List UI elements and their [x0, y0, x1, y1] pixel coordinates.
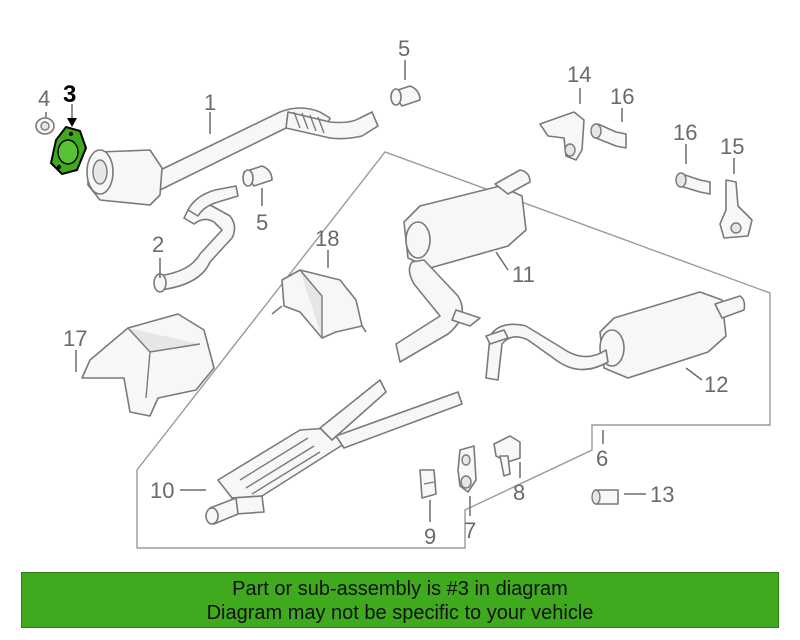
- part-13-isolator[interactable]: [591, 489, 619, 505]
- part-7-hanger[interactable]: [457, 445, 477, 493]
- part-18-heat-shield[interactable]: [271, 269, 367, 339]
- part-11-rear-muffler-left[interactable]: [395, 169, 531, 363]
- banner-line-1: Part or sub-assembly is #3 in diagram: [232, 578, 568, 600]
- exhaust-assembly-outline: [136, 151, 771, 549]
- callout-2: 2: [152, 232, 164, 257]
- callout-16-lower: 16: [673, 120, 697, 145]
- callout-4: 4: [38, 86, 50, 111]
- part-5-clamp-lower[interactable]: [242, 165, 273, 187]
- part-1-catalytic-converter[interactable]: [86, 107, 379, 206]
- part-14-hanger-bracket[interactable]: [539, 111, 585, 161]
- part-8-bolt[interactable]: [493, 435, 521, 477]
- part-9-clip[interactable]: [419, 469, 437, 499]
- part-3-gasket[interactable]: [49, 125, 88, 176]
- callout-11: 11: [512, 262, 535, 287]
- info-banner: Part or sub-assembly is #3 in diagram Di…: [21, 572, 779, 628]
- callout-17: 17: [63, 326, 87, 351]
- banner-line-2: Diagram may not be specific to your vehi…: [206, 602, 594, 624]
- callout-15: 15: [720, 134, 744, 159]
- callout-12: 12: [704, 372, 728, 397]
- callout-14: 14: [567, 62, 591, 87]
- callout-5-lower: 5: [256, 210, 268, 235]
- part-2-front-pipe[interactable]: [153, 185, 239, 293]
- callout-13: 13: [650, 482, 674, 507]
- callout-16-upper: 16: [610, 84, 634, 109]
- callout-leaders: [45, 60, 735, 522]
- callout-3: 3: [63, 81, 76, 108]
- callout-10: 10: [150, 478, 174, 503]
- part-12-rear-muffler-right[interactable]: [485, 291, 746, 381]
- callout-18: 18: [315, 226, 339, 251]
- callout-6: 6: [596, 446, 608, 471]
- callout-1: 1: [204, 90, 216, 115]
- exhaust-parts-diagram: 3 4 1 5 5 2 14 16 16 15 18 17 11 12 10 6…: [35, 36, 771, 549]
- part-17-heat-shield[interactable]: [81, 313, 215, 417]
- part-4-nut[interactable]: [35, 117, 55, 135]
- part-15-hanger-bracket[interactable]: [719, 179, 753, 239]
- callout-8: 8: [513, 480, 525, 505]
- callout-5-upper: 5: [398, 36, 410, 61]
- callout-7: 7: [464, 518, 476, 543]
- part-10-center-muffler[interactable]: [205, 379, 463, 525]
- callout-9: 9: [424, 524, 436, 549]
- part-16-bolt-lower[interactable]: [675, 172, 711, 195]
- part-5-clamp-upper[interactable]: [390, 85, 421, 107]
- part-16-bolt-upper[interactable]: [590, 123, 627, 149]
